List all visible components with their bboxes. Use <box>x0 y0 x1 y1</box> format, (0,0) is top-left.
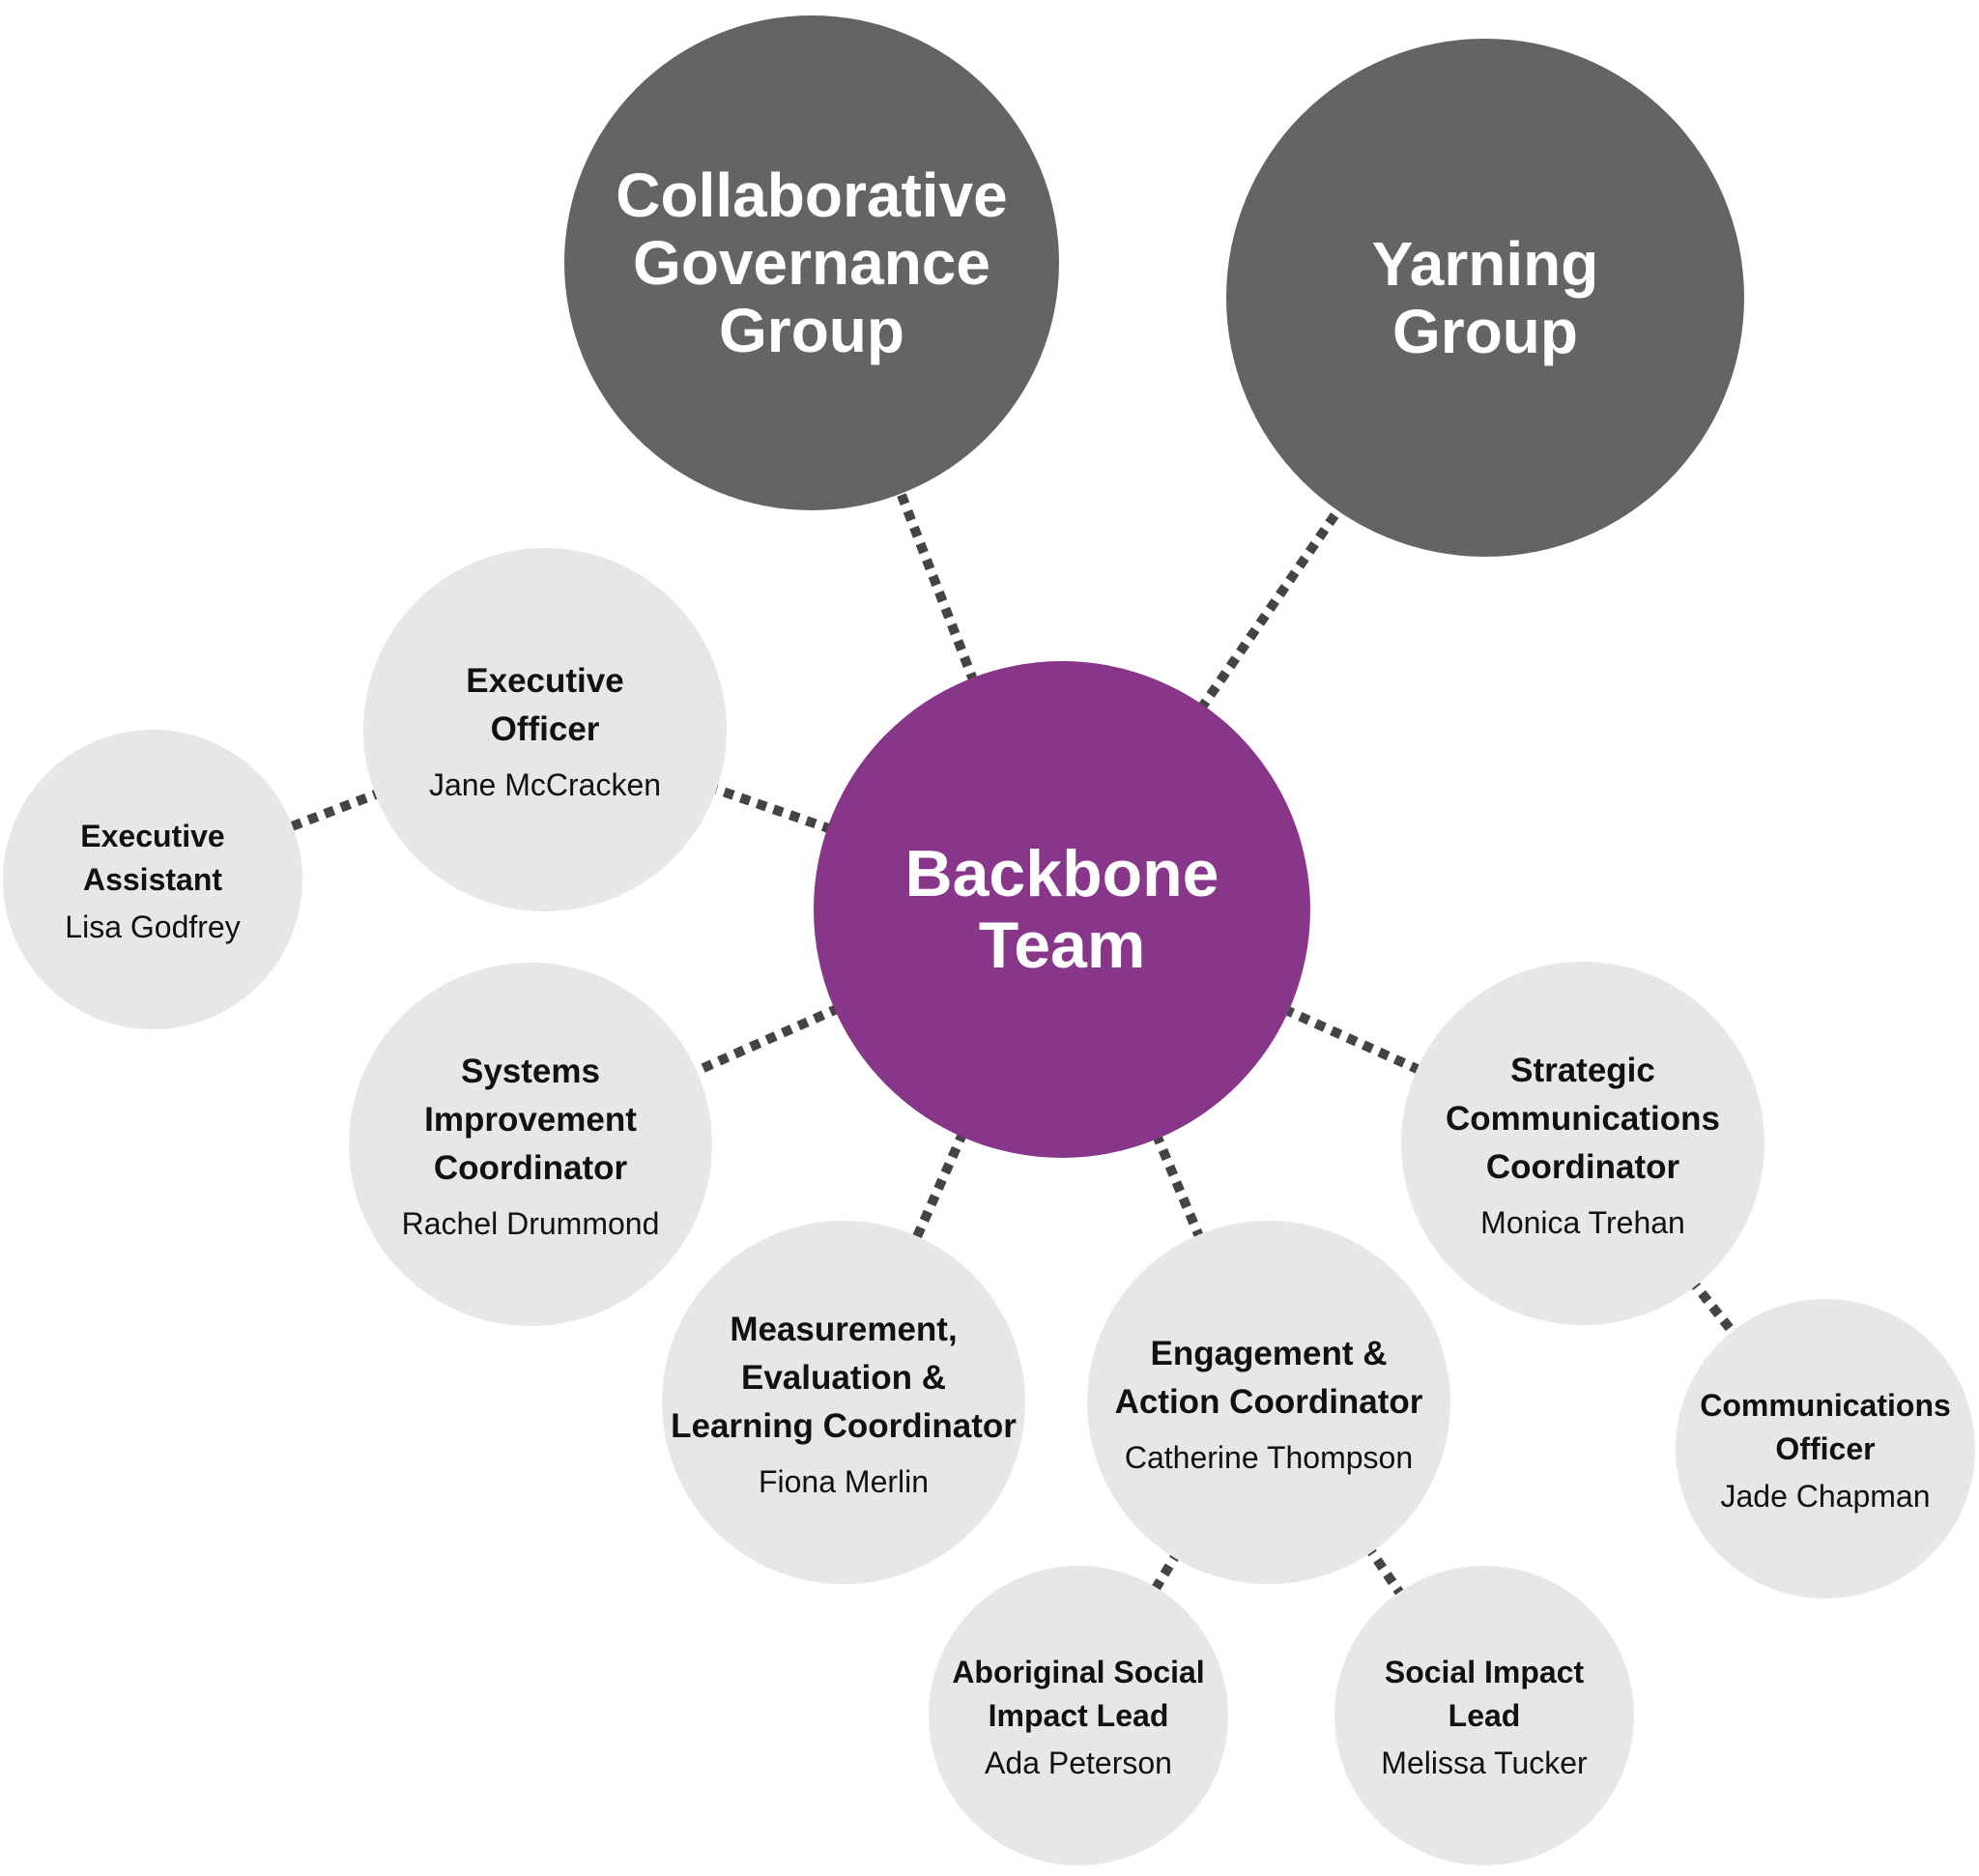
node-title: Strategic Communications Coordinator <box>1446 1051 1720 1186</box>
node-backbone: Backbone Team <box>814 661 1310 1158</box>
node-title: Executive Assistant <box>80 818 225 897</box>
node-title: Systems Improvement Coordinator <box>424 1052 637 1187</box>
node-person: Rachel Drummond <box>401 1205 660 1241</box>
node-title: Backbone Team <box>904 837 1219 982</box>
node-person: Lisa Godfrey <box>65 909 241 944</box>
node-title: Communications Officer <box>1700 1387 1951 1466</box>
node-title: Executive Officer <box>466 661 624 748</box>
node-title: Engagement & Action Coordinator <box>1114 1334 1423 1421</box>
node-person: Monica Trehan <box>1480 1204 1685 1240</box>
node-person: Jade Chapman <box>1720 1478 1931 1514</box>
node-person: Jane McCracken <box>428 766 662 802</box>
node-title: Social Impact Lead <box>1384 1654 1585 1733</box>
node-title: Measurement, Evaluation & Learning Coord… <box>671 1310 1017 1445</box>
node-cgg: Collaborative Governance Group <box>564 15 1059 510</box>
node-person: Fiona Merlin <box>758 1463 930 1499</box>
node-title: Aboriginal Social Impact Lead <box>952 1654 1205 1733</box>
node-person: Melissa Tucker <box>1381 1745 1588 1780</box>
node-title: Yarning Group <box>1371 229 1599 366</box>
node-person: Ada Peterson <box>985 1745 1172 1780</box>
node-title: Collaborative Governance Group <box>616 160 1008 365</box>
node-person: Catherine Thompson <box>1124 1439 1414 1475</box>
node-mel: Measurement, Evaluation & Learning Coord… <box>662 1221 1025 1584</box>
connector-scc-co <box>1579 1140 1829 1453</box>
node-yarning: Yarning Group <box>1226 39 1744 557</box>
